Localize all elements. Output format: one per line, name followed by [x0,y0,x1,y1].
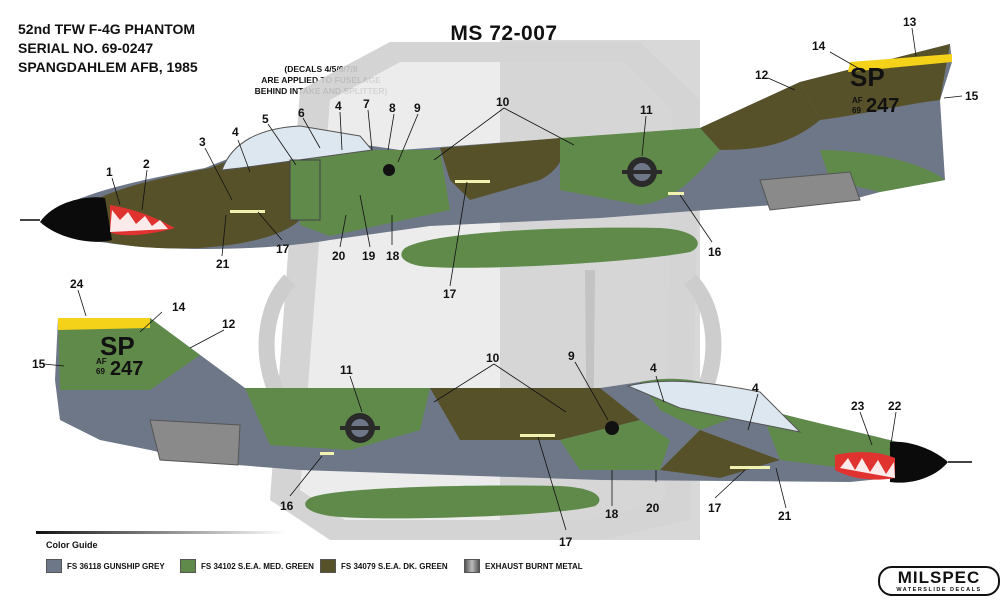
callout-10: 10 [496,95,510,109]
callout-15: 15 [965,89,979,103]
callout-b17b: 17 [708,501,722,515]
callout-b20: 20 [646,501,660,515]
top-tail-yellow-band [848,54,952,72]
callout-b18: 18 [605,507,619,521]
callout-b16: 16 [280,499,294,513]
color-guide-item-gunship-grey: FS 36118 GUNSHIP GREY [46,559,165,573]
top-profile-left-side [20,44,952,268]
bottom-tail-year: 69 [96,367,105,376]
swatch-gunship-grey [46,559,62,573]
callout-19: 19 [362,249,376,263]
callout-b21: 21 [778,509,792,523]
sheet-title: MS 72-007 [450,22,558,45]
header-line-3: SPANGDAHLEM AFB, 1985 [18,59,198,75]
callout-4b: 4 [335,99,342,113]
bottom-tail-yellow-band [58,318,150,330]
callout-6: 6 [298,106,305,120]
callout-b12: 12 [222,317,236,331]
bottom-callouts: 24 14 12 15 11 10 9 4 4 23 22 16 17 18 2… [32,277,902,549]
color-guide-rule [36,531,286,534]
color-guide-title: Color Guide [46,540,98,550]
color-guide-label: FS 36118 GUNSHIP GREY [67,561,165,571]
callout-4: 4 [232,125,239,139]
header-line-1: 52nd TFW F-4G PHANTOM [18,21,196,37]
color-guide-item-med-green: FS 34102 S.E.A. MED. GREEN [180,559,314,573]
color-guide-item-dk-green: FS 34079 S.E.A. DK. GREEN [320,559,448,573]
callout-b11: 11 [340,363,353,377]
color-guide-label: FS 34079 S.E.A. DK. GREEN [341,561,448,571]
callout-5: 5 [262,112,269,126]
top-tail-number: 247 [866,95,899,117]
callout-b10: 10 [486,351,500,365]
aircraft-header: 52nd TFW F-4G PHANTOM SERIAL NO. 69-0247… [18,20,198,77]
callout-3: 3 [199,135,206,149]
top-leader-lines [111,27,963,287]
callout-21: 21 [216,257,230,271]
logo-main-text: MILSPEC [897,568,981,587]
bottom-profile-right-side [55,318,972,519]
callout-b23: 23 [851,399,865,413]
callout-17b: 17 [276,242,290,256]
callout-14: 14 [812,39,826,53]
top-drop-tank [401,227,698,268]
logo-sub-text: WATERSLIDE DECALS [896,587,982,593]
callout-b17: 17 [559,535,573,549]
callout-b4: 4 [650,361,657,375]
milspec-logo: MILSPEC WATERSLIDE DECALS [878,566,1000,596]
bottom-leader-lines [43,289,897,531]
swatch-med-green [180,559,196,573]
swatch-dk-green [320,559,336,573]
top-callouts: 1 2 3 4 5 6 4 7 8 9 10 11 12 13 14 15 16… [106,15,979,301]
header-line-2: SERIAL NO. 69-0247 [18,40,154,56]
callout-2: 2 [143,157,150,171]
callout-7: 7 [363,97,370,111]
top-tail-af: AF [852,96,863,105]
callout-17: 17 [443,287,457,301]
callout-b9: 9 [568,349,575,363]
bottom-drop-tank [305,485,600,519]
callout-1: 1 [106,165,113,179]
callout-b4b: 4 [752,381,759,395]
callout-12: 12 [755,68,769,82]
callout-18: 18 [386,249,400,263]
color-guide-item-exhaust: EXHAUST BURNT METAL [464,559,583,573]
bottom-tail-code: SP [100,331,135,361]
callout-13: 13 [903,15,917,29]
callout-11: 11 [640,103,653,117]
bottom-tail-number: 247 [110,358,143,380]
callout-16: 16 [708,245,722,259]
color-guide-label: EXHAUST BURNT METAL [485,561,583,571]
swatch-exhaust [464,559,480,573]
callout-b15: 15 [32,357,46,371]
top-tail-year: 69 [852,106,861,115]
decal-note-line-1: (DECALS 4/5/6/7/8 [284,64,358,74]
callout-b22: 22 [888,399,902,413]
callout-8: 8 [389,101,396,115]
callout-9: 9 [414,101,421,115]
callout-b14: 14 [172,300,186,314]
callout-b24: 24 [70,277,84,291]
color-guide-label: FS 34102 S.E.A. MED. GREEN [201,561,314,571]
bottom-tail-af: AF [96,357,107,366]
callout-20: 20 [332,249,346,263]
